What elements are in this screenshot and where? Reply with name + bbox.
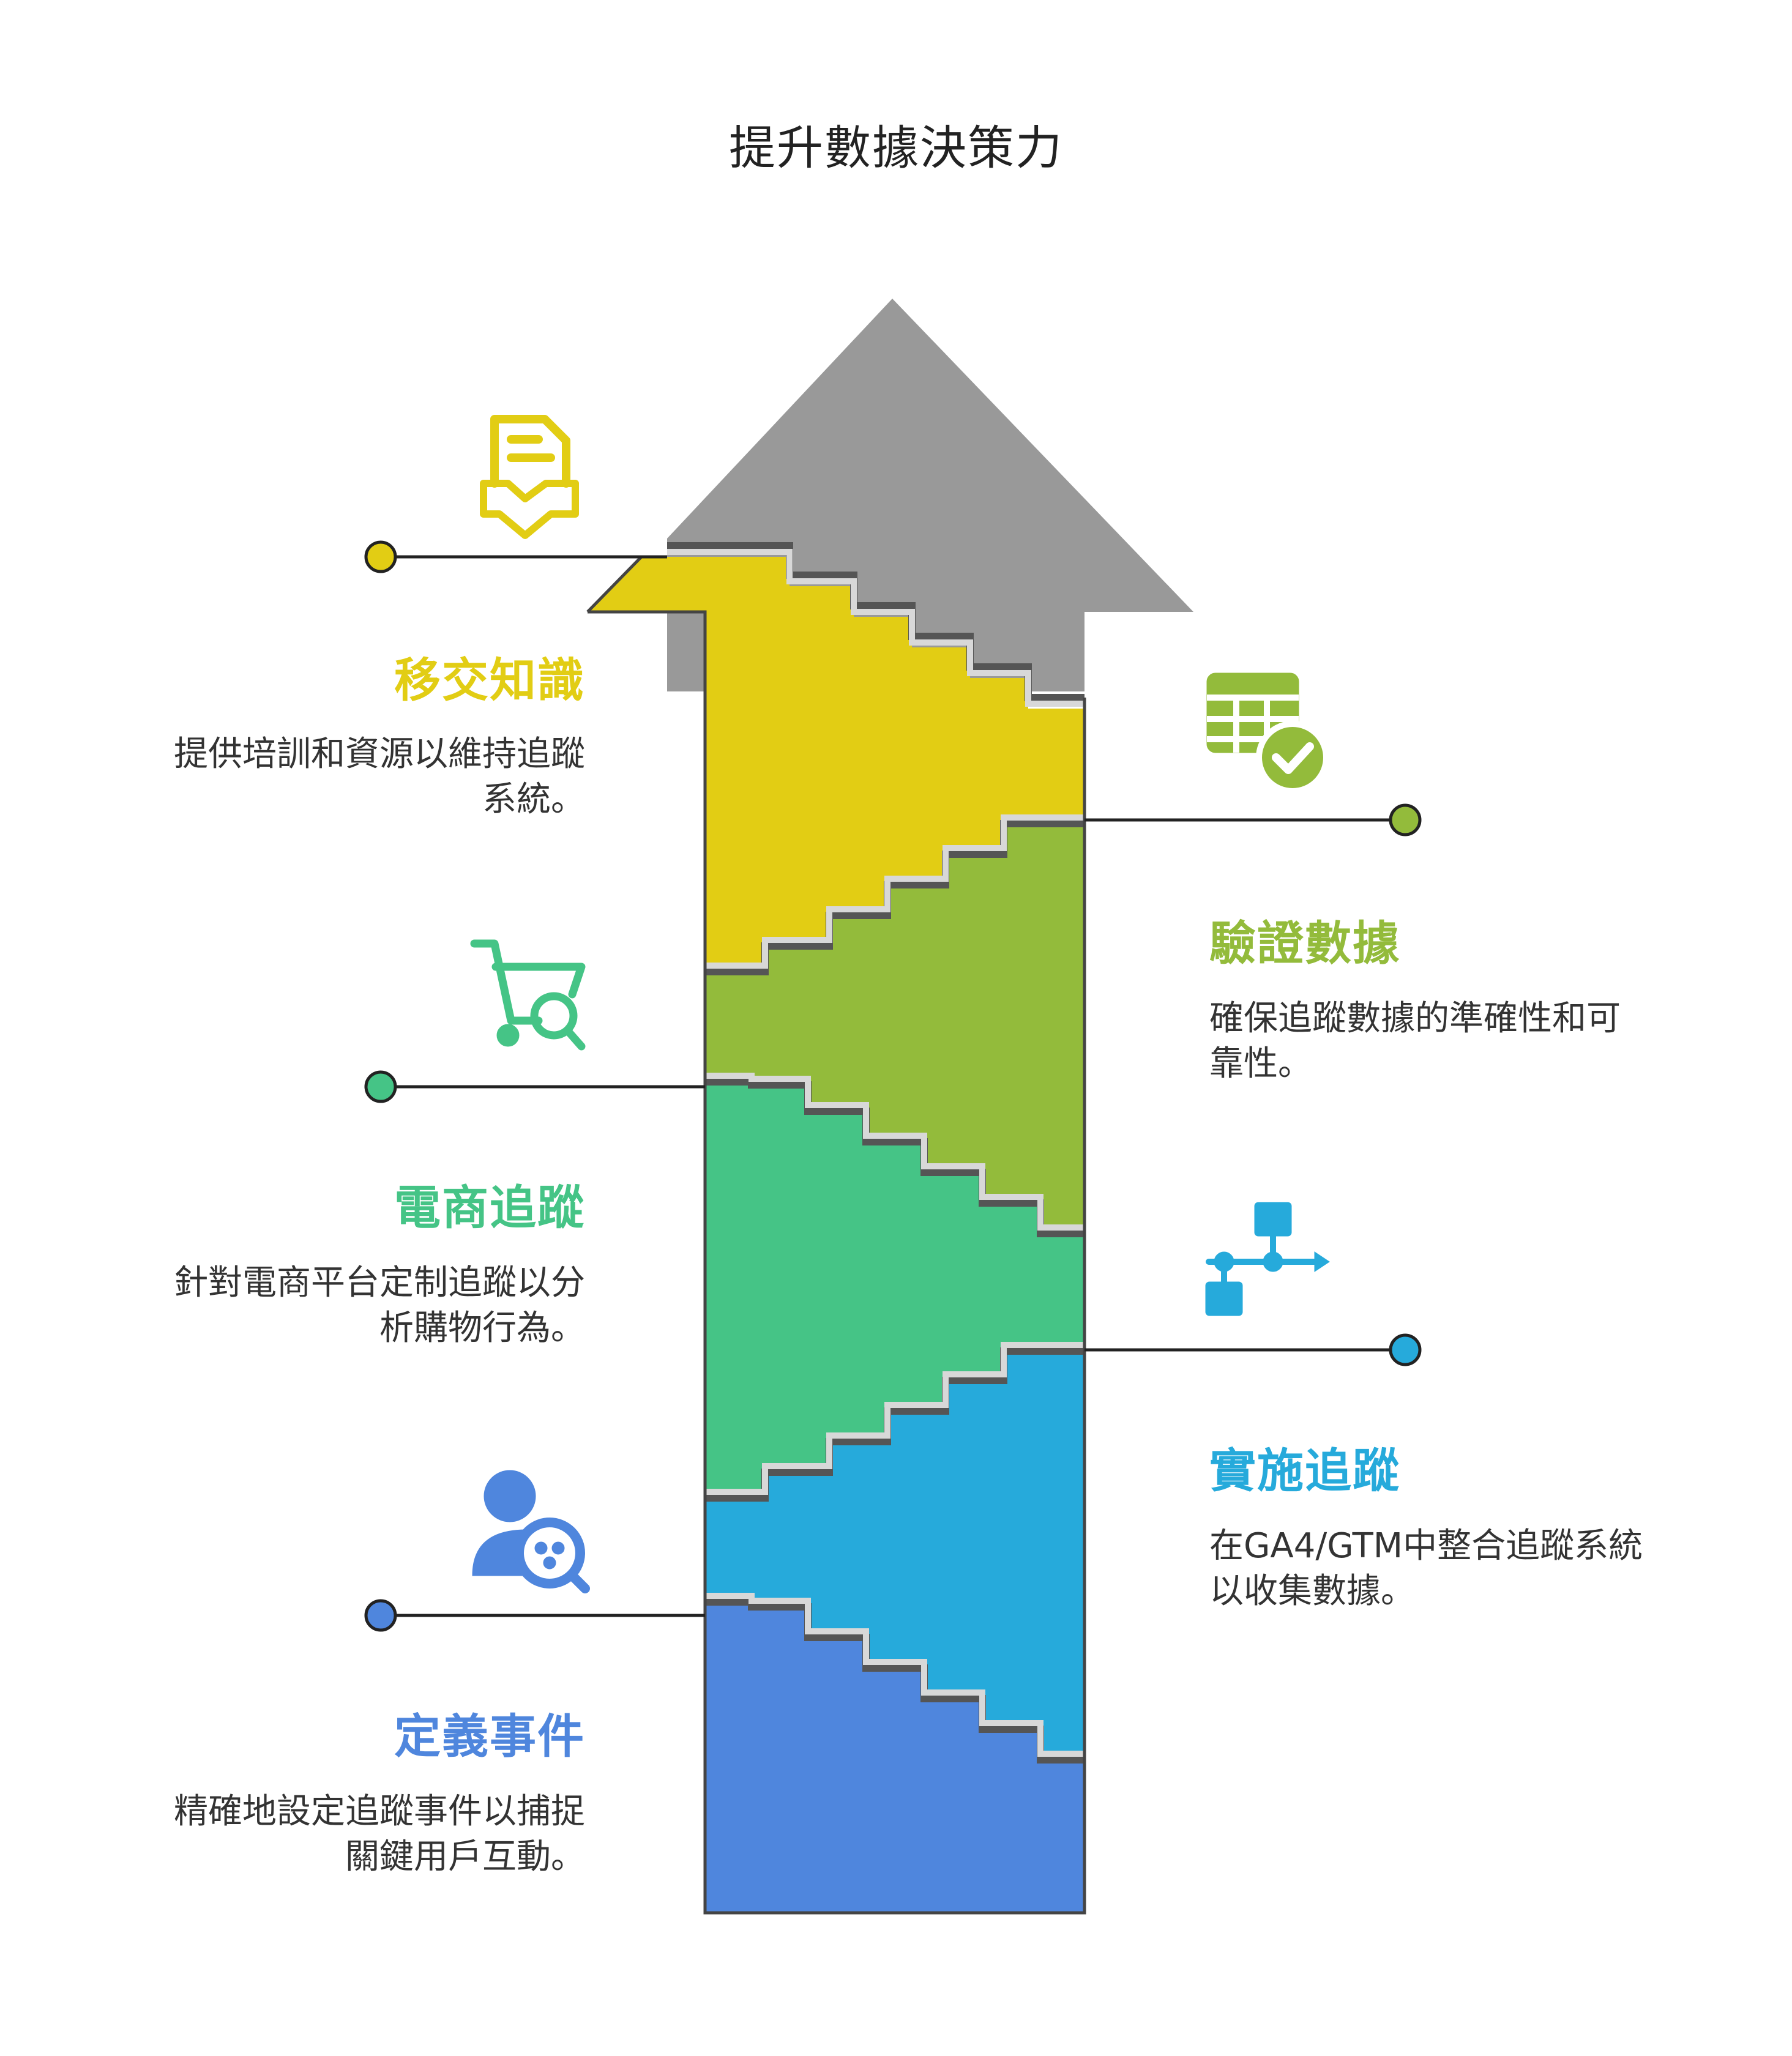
desc-line: 系統。	[482, 780, 585, 819]
step-title-ecommerce-tracking: 電商追蹤	[394, 1180, 585, 1235]
stair-band-implement-tracking	[705, 1346, 1085, 1755]
stair-edge	[667, 549, 1085, 707]
connector-dot-transfer-knowledge	[364, 540, 397, 573]
document-handshake-icon	[480, 415, 579, 539]
desc-line: 關鍵用戶互動。	[345, 1837, 585, 1877]
step-desc-validate-data: 確保追蹤數據的準確性和可 靠性。	[1209, 996, 1674, 1087]
step-desc-ecommerce-tracking: 針對電商平台定制追蹤以分 析購物行為。	[120, 1261, 585, 1351]
stair-band-transfer-knowledge	[588, 557, 1085, 967]
connector-dot-define-events	[364, 1599, 397, 1632]
desc-line: 確保追蹤數據的準確性和可	[1209, 999, 1621, 1038]
table-check-icon	[1206, 672, 1329, 794]
workflow-icon	[1205, 1202, 1330, 1316]
step-title-implement-tracking: 實施追蹤	[1209, 1443, 1400, 1498]
stair-edge	[705, 1078, 1085, 1237]
column-outline	[588, 610, 1086, 1915]
desc-line: 析購物行為。	[379, 1308, 585, 1348]
step-desc-define-events: 精確地設定追蹤事件以捕捉 關鍵用戶互動。	[120, 1789, 585, 1880]
cart-search-icon	[470, 939, 586, 1051]
desc-line: 靠性。	[1209, 1044, 1312, 1084]
step-desc-transfer-knowledge: 提供培訓和資源以維持追蹤 系統。	[120, 732, 585, 822]
stair-band-ecommerce-tracking	[705, 1077, 1085, 1493]
step-title-transfer-knowledge: 移交知識	[394, 653, 585, 707]
stair-edge	[705, 814, 1085, 969]
desc-line: 精確地設定追蹤事件以捕捉	[174, 1792, 585, 1831]
stair-edge	[705, 1073, 1085, 1231]
desc-line: 以收集數據。	[1209, 1571, 1415, 1611]
stair-edge	[705, 1598, 1085, 1764]
stair-edge	[705, 1342, 1085, 1495]
desc-line: 針對電商平台定制追蹤以分	[174, 1263, 585, 1303]
desc-line: 提供培訓和資源以維持追蹤	[174, 734, 585, 774]
connector-dot-validate-data	[1389, 803, 1422, 836]
stair-edge	[705, 1593, 1085, 1757]
user-search-icon	[472, 1470, 590, 1593]
step-title-define-events: 定義事件	[394, 1709, 585, 1764]
stair-band-validate-data	[705, 819, 1085, 1229]
diagram-title: 提升數據決策力	[729, 121, 1063, 175]
stair-band-define-events	[705, 1597, 1085, 1913]
connector-dot-implement-tracking	[1389, 1333, 1422, 1366]
step-desc-implement-tracking: 在GA4/GTM中整合追蹤系統 以收集數據。	[1209, 1524, 1674, 1614]
step-title-validate-data: 驗證數據	[1209, 916, 1400, 970]
connector-dot-ecommerce-tracking	[364, 1070, 397, 1103]
desc-line: 在GA4/GTM中整合追蹤系統	[1209, 1526, 1643, 1566]
